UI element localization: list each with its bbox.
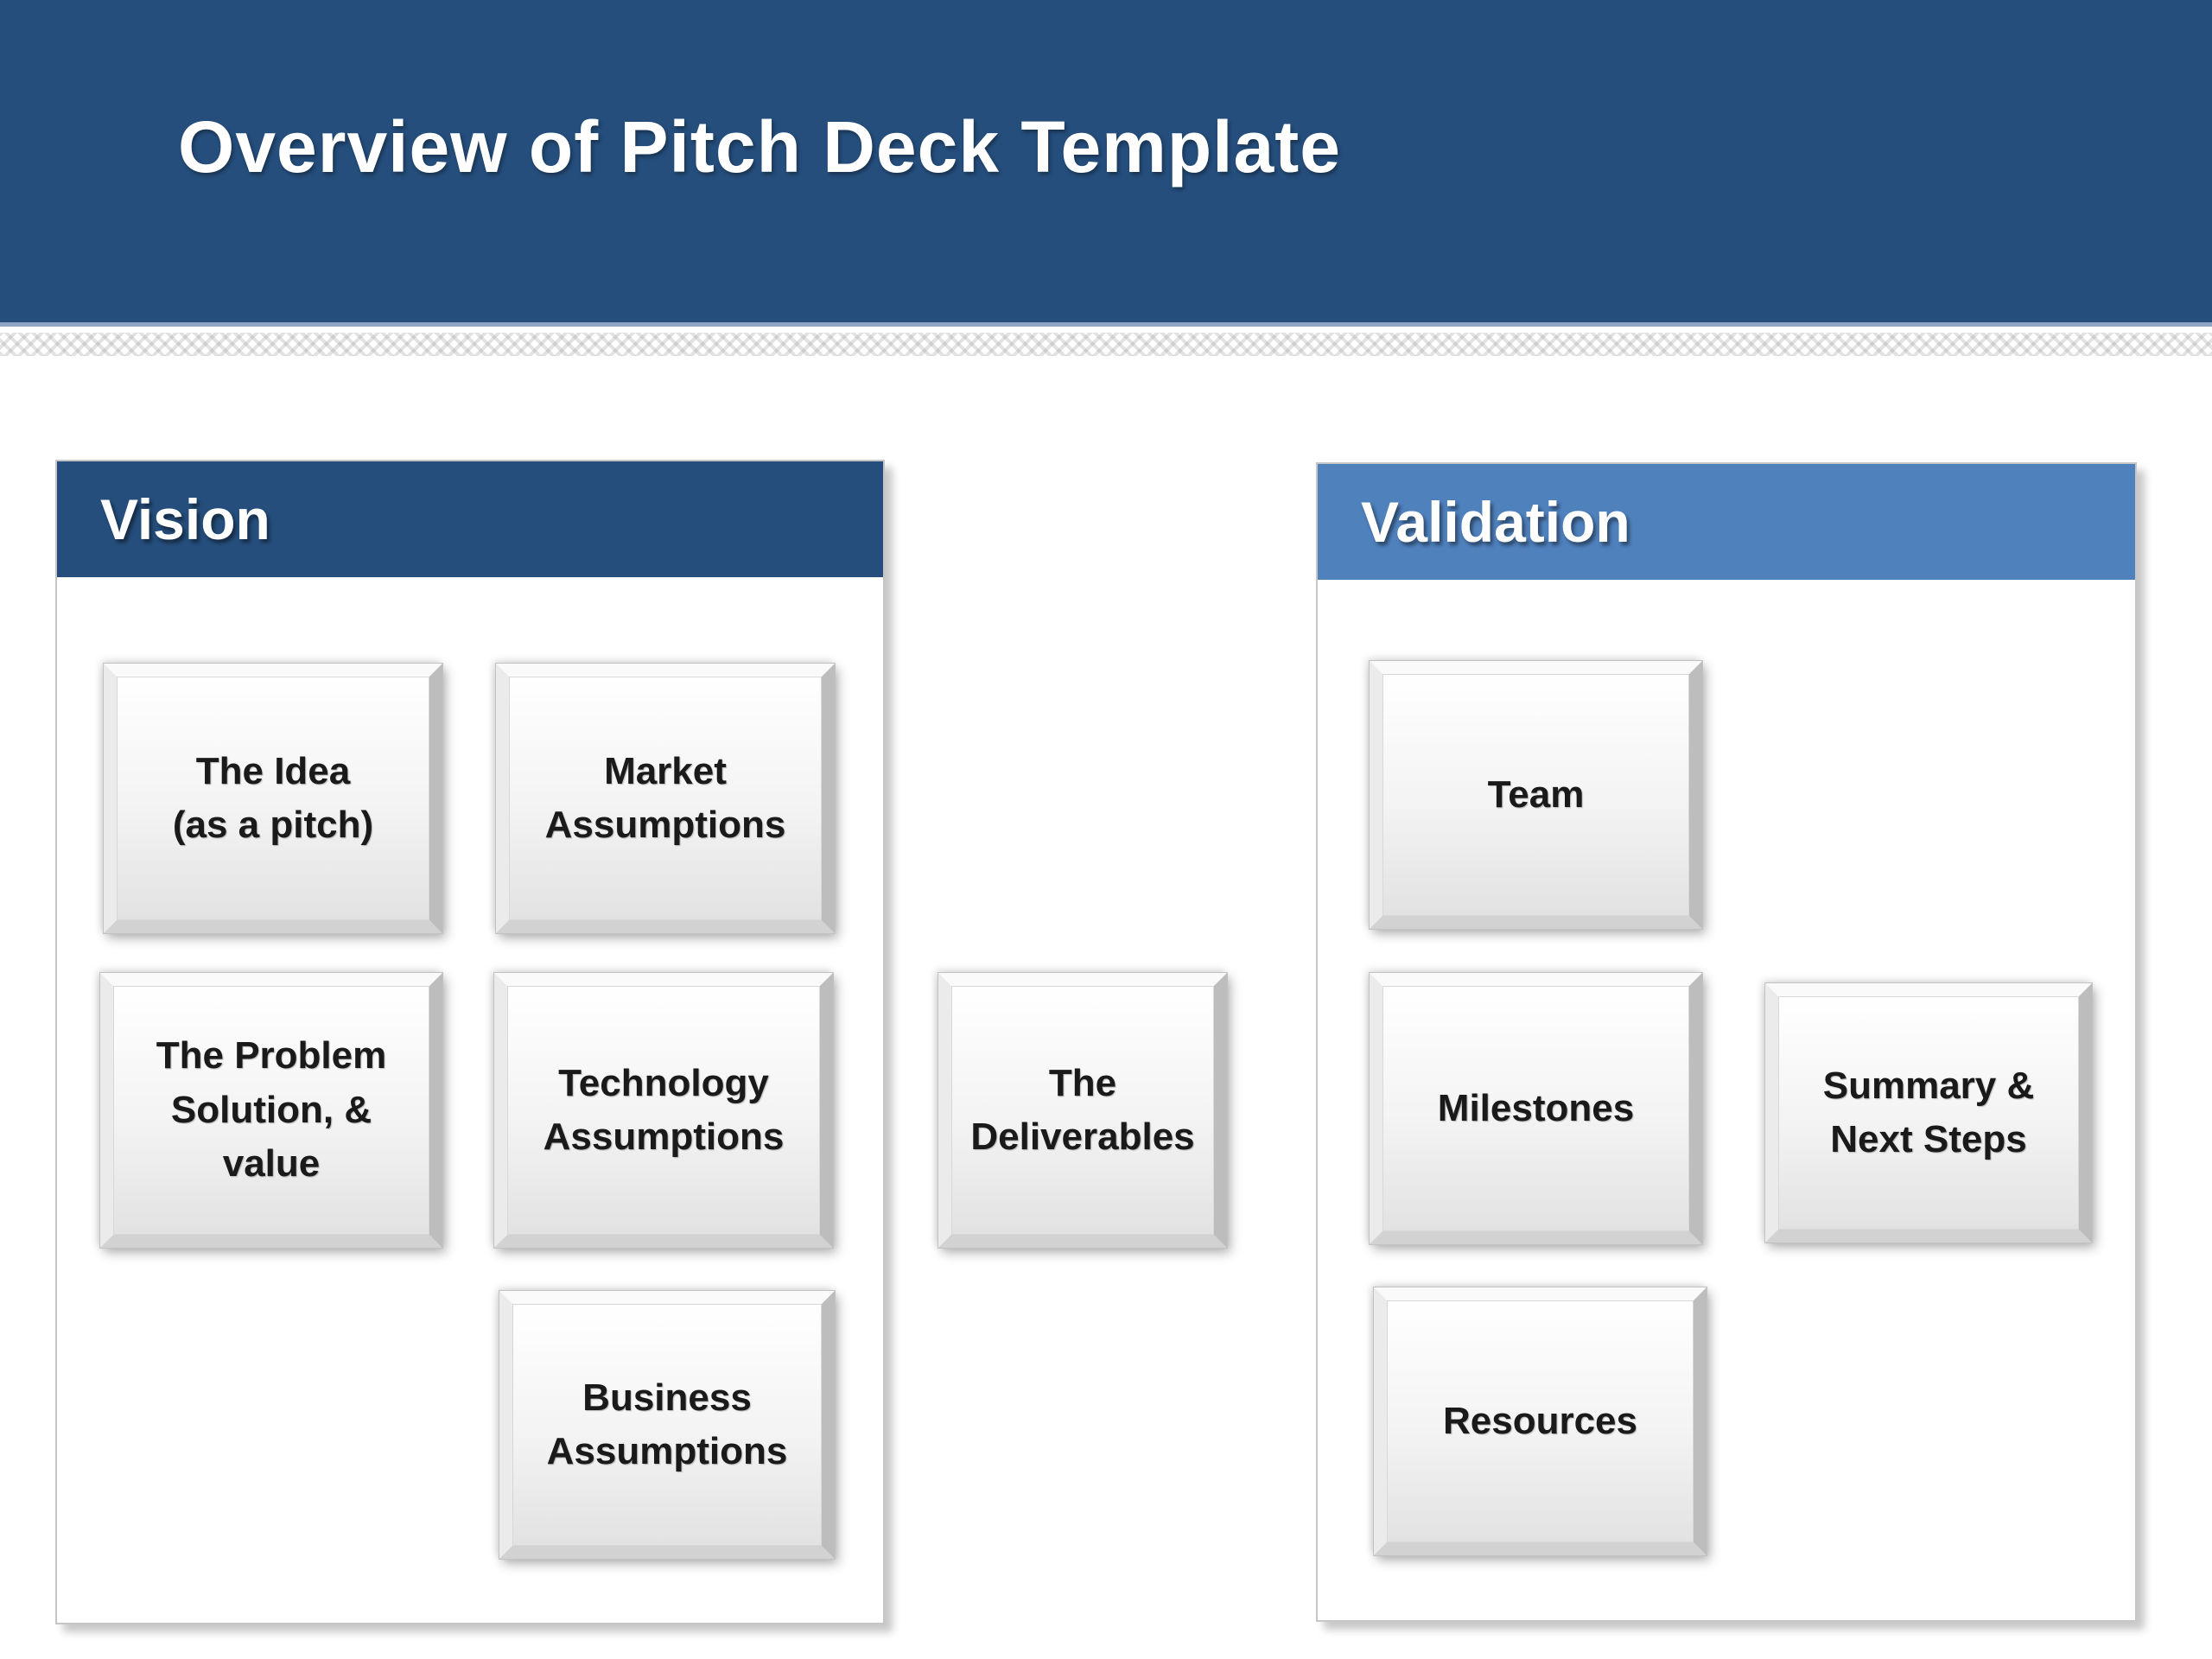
- validation-panel-title: Validation: [1361, 490, 1630, 554]
- box-market-assumptions: Market Assumptions: [496, 664, 835, 933]
- box-the-deliverables: The Deliverables: [938, 973, 1227, 1248]
- box-team-label: Team: [1487, 772, 1585, 816]
- box-technology-assumptions: Technology Assumptions: [494, 973, 833, 1248]
- box-market-assumptions-label: Market Assumptions: [544, 749, 786, 846]
- box-the-deliverables-label: The Deliverables: [970, 1061, 1195, 1158]
- decorative-pattern-strip: [0, 333, 2212, 356]
- box-milestones-label: Milestones: [1437, 1086, 1635, 1129]
- validation-panel-header: Validation: [1318, 464, 2135, 580]
- box-business-assumptions-label: Business Assumptions: [546, 1376, 788, 1472]
- vision-panel-title: Vision: [100, 487, 270, 551]
- vision-panel: Vision The Idea (as a pitch) Market Assu…: [55, 460, 885, 1624]
- box-resources-label: Resources: [1442, 1399, 1637, 1442]
- slide-title: Overview of Pitch Deck Template: [178, 106, 1341, 188]
- box-problem-solution-value-label: The Problem Solution, & value: [156, 1034, 387, 1185]
- box-the-idea-label: The Idea (as a pitch): [172, 749, 374, 846]
- vision-panel-header: Vision: [57, 461, 883, 577]
- box-milestones: Milestones: [1370, 973, 1702, 1244]
- box-business-assumptions: Business Assumptions: [499, 1291, 835, 1559]
- box-team: Team: [1370, 661, 1702, 929]
- box-resources: Resources: [1374, 1287, 1707, 1555]
- box-summary-next-steps-label: Summary & Next Steps: [1822, 1064, 2035, 1160]
- box-problem-solution-value: The Problem Solution, & value: [100, 973, 442, 1248]
- box-technology-assumptions-label: Technology Assumptions: [543, 1061, 785, 1158]
- title-banner: Overview of Pitch Deck Template: [0, 0, 2212, 327]
- box-summary-next-steps: Summary & Next Steps: [1765, 983, 2092, 1243]
- validation-panel: Validation Team Milestones Summary & Nex…: [1316, 462, 2137, 1622]
- box-the-idea: The Idea (as a pitch): [104, 664, 442, 933]
